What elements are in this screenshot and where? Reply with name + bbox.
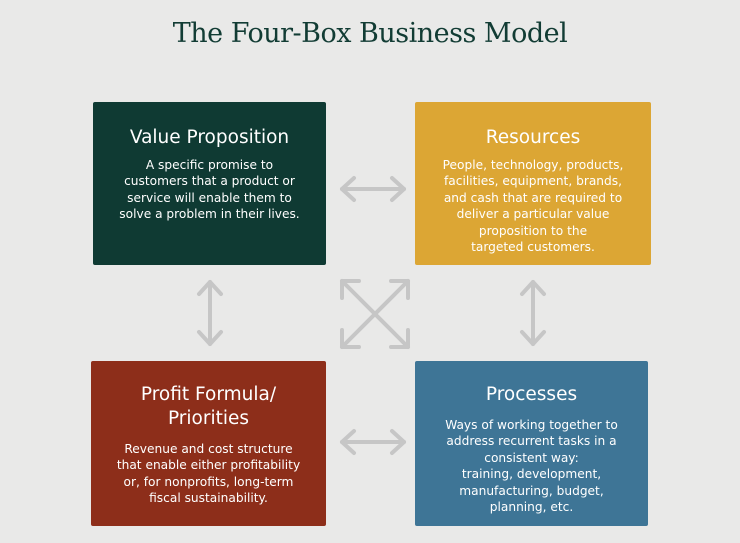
resources-description: People, technology, products, facilities…: [442, 158, 624, 255]
double-arrow-diagonal-anti-icon: [340, 279, 410, 349]
profit-formula-description: Revenue and cost structure that enable e…: [116, 442, 301, 506]
diagram-title: The Four-Box Business Model: [172, 18, 568, 49]
value-proposition-description: A specific promise to customers that a p…: [119, 158, 300, 222]
processes-description: Ways of working together to address recu…: [445, 418, 618, 515]
double-arrow-horizontal-bottom-icon: [340, 429, 406, 455]
value-proposition-box: Value Proposition A specific promise to …: [93, 102, 326, 265]
processes-heading: Processes: [485, 384, 578, 405]
processes-box: Processes Ways of working together to ad…: [415, 361, 648, 526]
value-proposition-heading: Value Proposition: [129, 127, 290, 148]
double-arrow-vertical-left-icon: [197, 280, 223, 346]
resources-box: Resources People, technology, products, …: [415, 102, 651, 265]
profit-formula-box: Profit Formula/ Priorities Revenue and c…: [91, 361, 326, 526]
double-arrow-vertical-right-icon: [520, 280, 546, 346]
double-arrow-horizontal-top-icon: [340, 176, 406, 202]
profit-formula-heading: Profit Formula/ Priorities: [140, 384, 277, 429]
resources-heading: Resources: [485, 127, 581, 148]
